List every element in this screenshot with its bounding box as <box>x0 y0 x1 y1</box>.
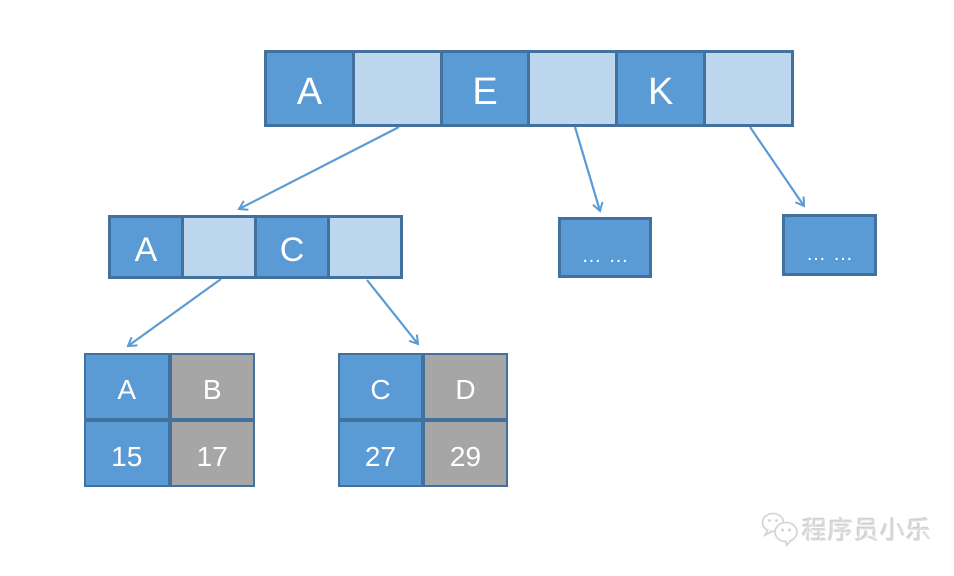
leaf2-cell-value-27: 27 <box>338 420 423 487</box>
mid-cell-pointer-1 <box>181 218 254 276</box>
ellipsis-node-2: …… <box>782 214 877 276</box>
arrow-root-to-ellipsis-2 <box>749 126 806 208</box>
leaf1-cell-value-15: 15 <box>84 420 170 487</box>
mid-cell-key-a: A <box>111 218 181 276</box>
root-node: A E K <box>264 50 794 127</box>
root-cell-pointer-3 <box>703 53 791 124</box>
leaf2-cell-key-d: D <box>423 353 508 420</box>
arrow-mid-to-leaf-2 <box>366 279 420 346</box>
mid-cell-key-c: C <box>254 218 327 276</box>
mid-cell-pointer-2 <box>327 218 400 276</box>
leaf1-cell-key-a: A <box>84 353 170 420</box>
root-cell-key-a: A <box>267 53 352 124</box>
leaf2-cell-key-c: C <box>338 353 423 420</box>
arrow-mid-to-leaf-1 <box>126 278 222 348</box>
arrow-root-to-ellipsis-1 <box>573 126 604 213</box>
mid-node: A C <box>108 215 403 279</box>
watermark: 程序员小乐 <box>760 511 932 547</box>
wechat-icon <box>760 511 800 547</box>
ellipsis-node-1: …… <box>558 217 652 278</box>
leaf2-cell-value-29: 29 <box>423 420 508 487</box>
leaf1-cell-value-17: 17 <box>169 420 255 487</box>
root-cell-key-k: K <box>615 53 704 124</box>
arrow-root-to-mid-node <box>237 126 400 211</box>
leaf1-cell-key-b: B <box>169 353 255 420</box>
root-cell-key-e: E <box>439 53 528 124</box>
leaf-node-2: C D 27 29 <box>338 353 508 487</box>
root-cell-pointer-1 <box>351 53 440 124</box>
root-cell-pointer-2 <box>527 53 616 124</box>
watermark-text: 程序员小乐 <box>802 517 933 545</box>
leaf-node-1: A B 15 17 <box>84 353 255 487</box>
